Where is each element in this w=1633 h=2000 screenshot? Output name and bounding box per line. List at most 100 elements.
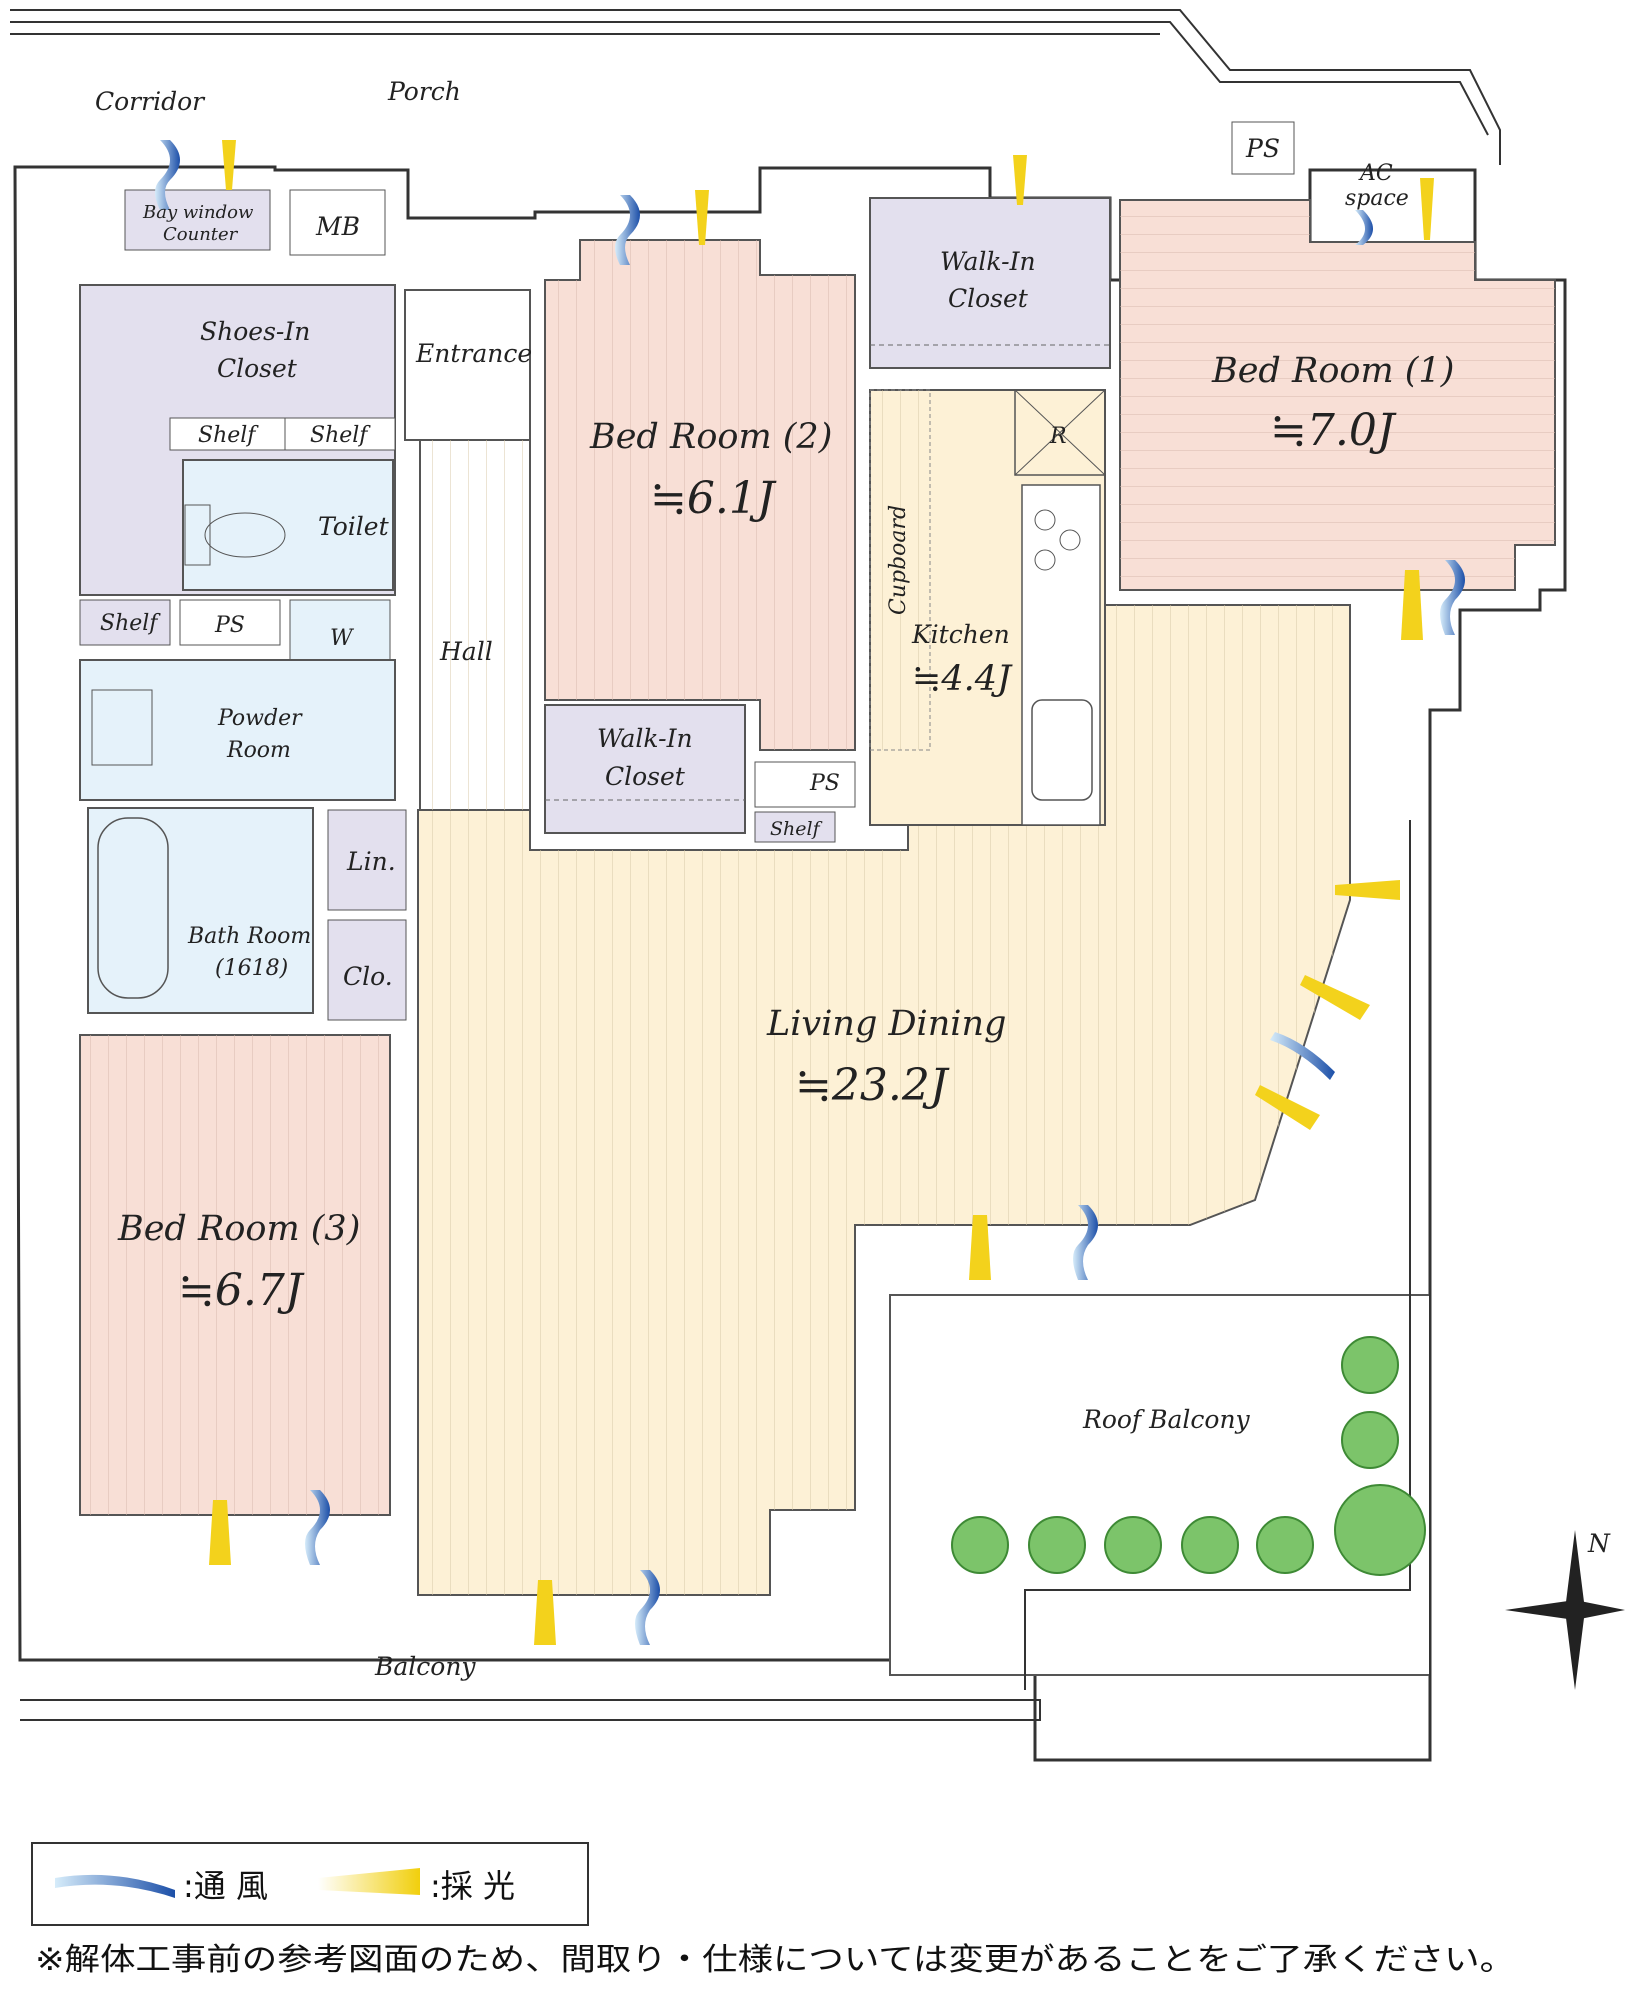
shelf-box — [754, 811, 836, 843]
planting-group — [951, 1336, 1426, 1576]
walk-in-closet-label: Closet — [948, 284, 1029, 313]
tree-icon — [1341, 1411, 1399, 1469]
shelf-label: Shelf — [310, 423, 371, 448]
cupboard-label: Cupboard — [886, 505, 911, 615]
powder-room-label: Room — [226, 738, 291, 763]
tree-icon — [1104, 1516, 1162, 1574]
ventilation-icon — [305, 1490, 330, 1565]
kitchen-stripes — [869, 389, 931, 751]
kitchen-sink-icon — [1031, 699, 1093, 801]
hall-stripes — [420, 440, 530, 810]
shelf-box — [284, 417, 396, 451]
daylight-icon — [969, 1215, 991, 1280]
walk-in-closet-upper — [869, 197, 1111, 369]
ps-left-label: PS — [214, 613, 245, 638]
ac-label: space — [1345, 186, 1409, 211]
living-dining-stripes — [418, 605, 1350, 1595]
legend-ventilation-label: :通 風 — [183, 1867, 268, 1905]
shelf-label: Shelf — [770, 818, 823, 840]
balcony-railing — [20, 1699, 1041, 1721]
toilet-icon — [184, 504, 211, 566]
toilet-label: Toilet — [318, 512, 390, 541]
living-dining-name: Living Dining — [766, 1004, 1006, 1044]
daylight-icon — [222, 140, 236, 190]
tree-icon — [1341, 1336, 1399, 1394]
daylight-icon — [1255, 1085, 1320, 1130]
walk-in-closet-label: Walk-In — [940, 247, 1036, 276]
bay-window-label: Bay window — [142, 202, 254, 223]
tree-icon — [1256, 1516, 1314, 1574]
living-dining-size: ≒23.2J — [795, 1060, 950, 1111]
closet-label: Clo. — [343, 962, 393, 991]
stove-burner-icon — [1059, 529, 1081, 551]
ventilation-icon — [635, 1570, 660, 1645]
tree-icon — [1028, 1516, 1086, 1574]
bathtub-icon — [97, 817, 169, 999]
bay-window-counter — [124, 189, 271, 251]
daylight-icon — [534, 1580, 556, 1645]
bedroom-2-stripes — [545, 240, 855, 750]
entrance-label: Entrance — [415, 339, 532, 368]
north-label: N — [1587, 1529, 1611, 1558]
walk-in-closet-label: Walk-In — [597, 724, 693, 753]
powder-room-label: Powder — [217, 706, 303, 731]
ps-box-mid — [754, 761, 856, 808]
washer-label: W — [330, 626, 355, 651]
roof-balcony-railing — [1024, 820, 1431, 1690]
kitchen-name: Kitchen — [911, 620, 1010, 649]
clothes-closet — [327, 919, 407, 1021]
mb-label: MB — [315, 212, 360, 241]
ventilation-icon — [1440, 560, 1465, 635]
bedroom-3-name: Bed Room (3) — [117, 1209, 360, 1249]
compass-point — [1565, 1610, 1585, 1690]
compass-point — [1505, 1600, 1575, 1620]
ventilation-icon — [1355, 210, 1373, 245]
linen-closet — [327, 809, 407, 911]
stove-burner-icon — [1034, 549, 1056, 571]
powder-room — [79, 659, 396, 801]
daylight-icon — [1401, 570, 1423, 640]
walk-in-closet-lower — [544, 704, 746, 834]
daylight-icon — [1013, 155, 1027, 205]
ps-top-label: PS — [1245, 134, 1280, 163]
bedroom-2-size: ≒6.1J — [650, 473, 777, 524]
tree-icon — [951, 1516, 1009, 1574]
meter-box — [289, 189, 386, 256]
kitchen-size: ≒4.4J — [912, 659, 1013, 699]
refrigerator-label: R — [1049, 424, 1067, 449]
compass-point — [1565, 1530, 1585, 1610]
corridor-railing — [10, 9, 1501, 165]
bedroom-1-stripes — [1120, 200, 1555, 590]
ps-box-top — [1231, 121, 1295, 175]
ps-box-left — [179, 599, 281, 646]
legend-daylight-label: :採 光 — [430, 1867, 515, 1905]
ventilation-icon — [1073, 1205, 1098, 1280]
ventilation-icon — [155, 140, 180, 210]
north-compass-icon — [1505, 1530, 1625, 1690]
ps-mid-label: PS — [809, 771, 840, 796]
refrigerator-cross-2 — [1014, 389, 1106, 476]
balcony-label: Balcony — [374, 1652, 476, 1681]
compass-point — [1575, 1600, 1625, 1620]
roof-balcony-area — [889, 1294, 1431, 1676]
ac-label: AC — [1358, 161, 1393, 186]
porch-label: Porch — [387, 77, 461, 106]
bay-window-label: Counter — [163, 224, 239, 245]
ventilation-icon — [1270, 1032, 1335, 1080]
hall-label: Hall — [439, 637, 493, 666]
corridor-railing-inner — [10, 21, 1489, 136]
bedroom-3-stripes — [80, 1035, 390, 1515]
walk-in-closet-label: Closet — [605, 762, 686, 791]
shoes-closet-label: Shoes-In — [200, 317, 310, 346]
ventilation-markers — [155, 140, 1465, 1645]
daylight-icon — [1420, 178, 1434, 240]
daylight-icon — [209, 1500, 231, 1565]
refrigerator — [1014, 389, 1106, 476]
linen-label: Lin. — [346, 847, 396, 876]
bedroom-1-size: ≒7.0J — [1270, 405, 1397, 456]
powder-sink-icon — [91, 689, 153, 766]
corridor-label: Corridor — [95, 87, 206, 116]
stove-burner-icon — [1034, 509, 1056, 531]
